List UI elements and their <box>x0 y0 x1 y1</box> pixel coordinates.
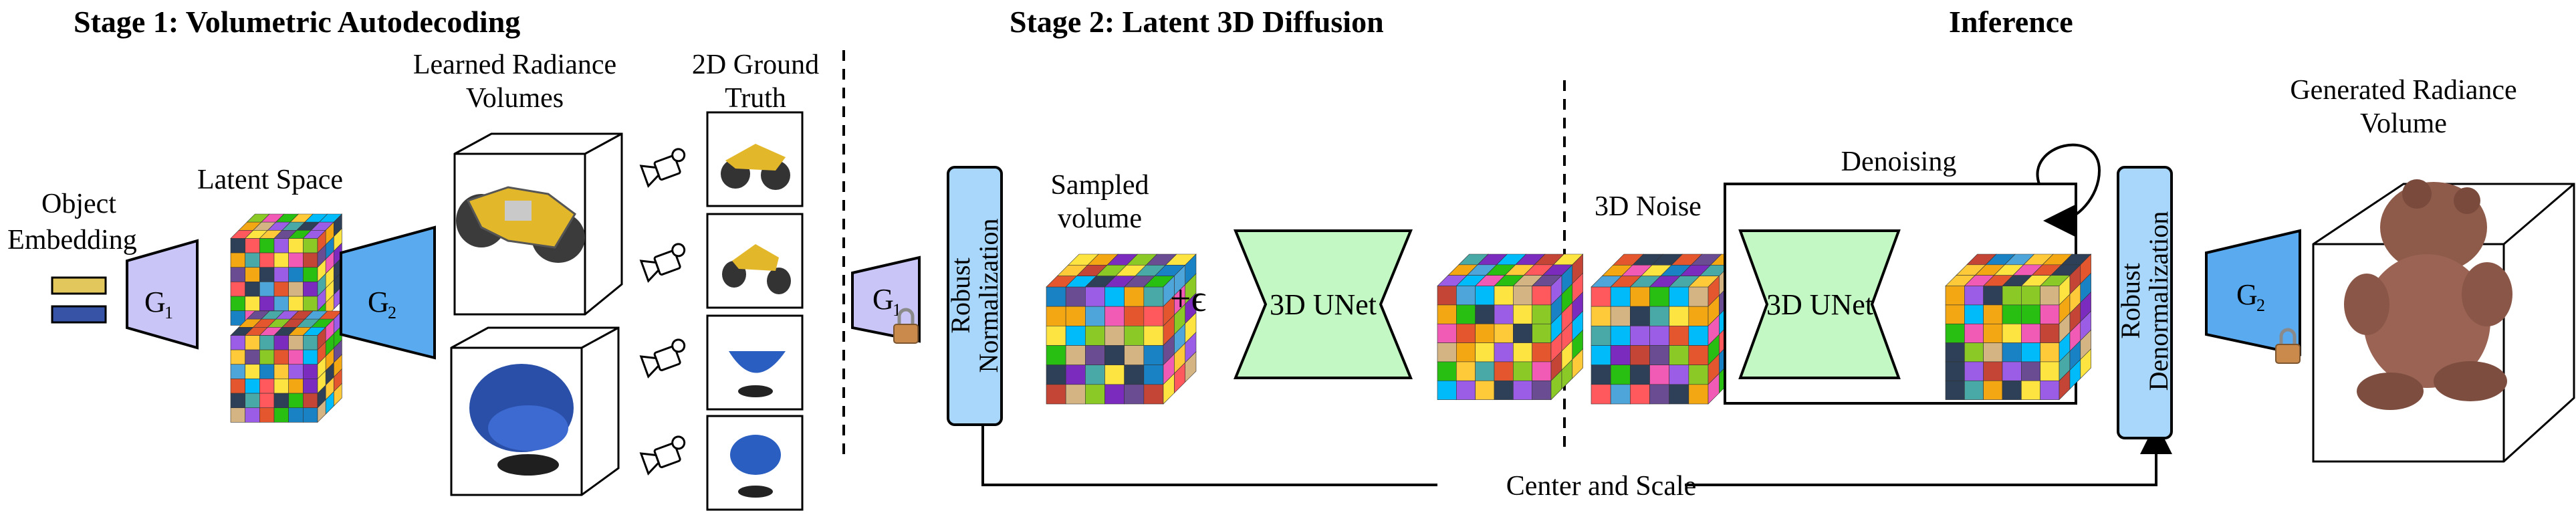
title-stage1: Stage 1: Volumetric Autodecoding <box>74 5 520 39</box>
sampled-volume-cube <box>1046 253 1197 405</box>
noise-label: 3D Noise <box>1595 191 1702 222</box>
camera-icon <box>639 435 686 476</box>
radiance-volume-chair <box>450 326 620 496</box>
latent-cube-1 <box>230 213 343 326</box>
embedding-blue <box>51 305 107 324</box>
stage2-g1-label: G <box>872 283 894 316</box>
radiance-volume-motorcycle <box>453 132 623 316</box>
lock-icon <box>893 308 919 344</box>
latent-cube-2 <box>230 310 343 423</box>
generated-label-1: Generated Radiance <box>2290 75 2516 106</box>
robust-denormalization-label-1: Robust <box>2115 263 2145 338</box>
generated-label-2: Volume <box>2360 108 2447 139</box>
embedding-yellow <box>51 276 107 295</box>
g1-sub: 1 <box>164 303 173 322</box>
gt-image-3 <box>706 314 804 411</box>
denoised-cube <box>1945 253 2092 401</box>
stage2-unet-label: 3D UNet <box>1270 288 1377 321</box>
object-embedding-label-1: Object <box>41 189 116 219</box>
g1-decoder <box>126 239 199 350</box>
g1-label: G <box>144 286 166 318</box>
gt-image-4 <box>706 415 804 511</box>
center-and-scale-label: Center and Scale <box>1506 471 1697 502</box>
g2-decoder <box>340 225 436 360</box>
sampled-volume-label-1: Sampled <box>1051 170 1149 201</box>
robust-denormalization-label-2: Denormalization <box>2143 211 2174 391</box>
generated-radiance-volume <box>2312 179 2575 463</box>
camera-icon <box>639 243 686 283</box>
gt-image-1 <box>706 111 804 207</box>
ground-truth-label-2: Truth <box>725 83 786 114</box>
object-embedding-label-2: Embedding <box>7 225 137 255</box>
g2-sub: 2 <box>388 303 396 322</box>
camera-icon <box>639 148 686 188</box>
robust-normalization-box <box>947 166 1003 426</box>
stage2-g1-decoder <box>851 255 921 343</box>
inference-g2-label: G <box>2236 278 2258 311</box>
camera-icon <box>639 338 686 379</box>
loop-arrow-icon <box>2036 143 2101 237</box>
g2-label: G <box>368 286 389 318</box>
inference-g2-sub: 2 <box>2256 296 2265 315</box>
center-scale-line-left <box>981 425 1437 486</box>
noise-cube <box>1591 253 1742 405</box>
latent-space-label: Latent Space <box>197 165 343 195</box>
inference-unet-label: 3D UNet <box>1766 288 1873 321</box>
stage2-output-cube <box>1437 253 1584 401</box>
ground-truth-label-1: 2D Ground <box>692 49 819 80</box>
denoising-label: Denoising <box>1841 146 1957 177</box>
center-scale-line-right <box>1685 422 2172 486</box>
robust-denormalization-box <box>2117 166 2173 439</box>
robust-normalization-label-1: Robust <box>945 258 975 333</box>
gt-image-2 <box>706 213 804 309</box>
stage2-unet-shape <box>1234 229 1413 379</box>
lock-icon <box>2275 328 2301 364</box>
sampled-volume-label-2: volume <box>1058 203 1142 234</box>
learned-volumes-label-1: Learned Radiance <box>413 49 616 80</box>
title-stage2: Stage 2: Latent 3D Diffusion <box>1010 5 1384 39</box>
plus-epsilon: +ϵ <box>1170 278 1206 320</box>
inference-unet-shape <box>1738 229 1901 379</box>
robust-normalization-label-2: Normalization <box>973 218 1004 373</box>
learned-volumes-label-2: Volumes <box>466 83 564 114</box>
title-inference: Inference <box>1949 5 2073 39</box>
